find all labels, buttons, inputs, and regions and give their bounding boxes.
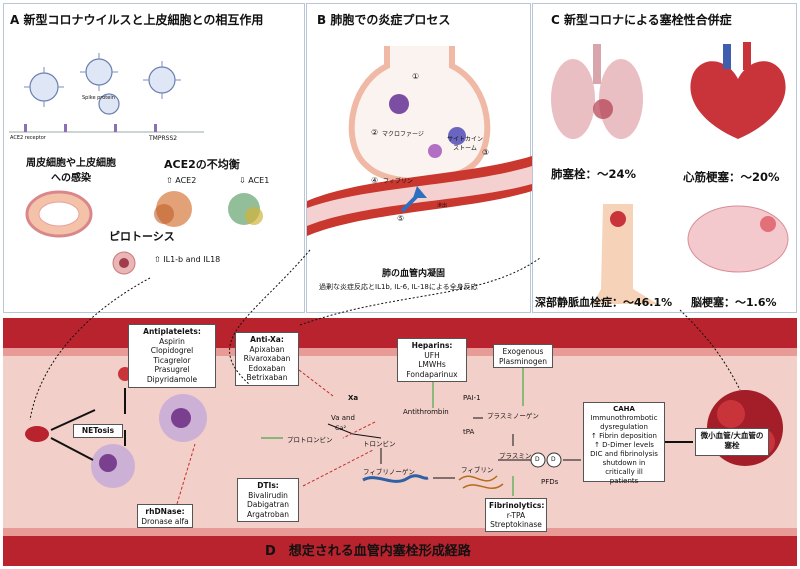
mi-stat: 心筋梗塞：～20%: [683, 170, 780, 184]
caption-1: 肺の血管内凝固: [382, 269, 446, 279]
ca-label: Ca²: [335, 424, 347, 432]
step-1: ①: [412, 72, 420, 81]
netosis-box: NETosis: [73, 424, 123, 438]
fibrinolytics-box: Fibrinolytics: r-TPA Streptokinase: [485, 498, 547, 532]
virus-illustration: [9, 53, 204, 133]
fibrin-label: フィブリン: [383, 178, 413, 185]
antithrombin-label: Antithrombin: [403, 408, 449, 416]
spike-protein-label: Spike protein: [82, 95, 115, 101]
tpa-label: tPA: [463, 428, 475, 436]
pfds-label: PFDs: [541, 478, 559, 486]
panel-c: C 新型コロナによる塞栓性合併症 肺塞栓：～24% 心筋梗塞：～20% 深部静脈…: [532, 3, 797, 313]
leg-icon: [593, 204, 658, 304]
ace2-receptor-label: ACE2 receptor: [10, 135, 46, 141]
pyroptosis-label: ピロトーシス: [109, 230, 175, 243]
rhdnase-box: rhDNase: Dronase alfa: [137, 504, 193, 528]
vessel-and-protein-illustration: [25, 190, 263, 238]
step-4: ④: [371, 176, 379, 185]
heparins-box: Heparins: UFH LMWHs Fondaparinux: [397, 338, 467, 382]
step-3: ③: [482, 148, 490, 157]
pai-label: PAI-1: [463, 394, 481, 402]
exudate-label: 滲出: [437, 203, 448, 209]
step-5: ⑤: [397, 214, 405, 223]
panel-d-title: D 想定される血管内塞栓形成経路: [265, 544, 471, 559]
xa-label: Xa: [348, 394, 359, 402]
panel-d: Antiplatelets: Aspirin Clopidogrel Ticag…: [3, 318, 797, 566]
thrombin-label: トロンビン: [363, 440, 396, 448]
macrophage-label: マクロファージ: [382, 131, 424, 138]
panel-a-title: A 新型コロナウイルスと上皮細胞との相互作用: [10, 13, 264, 27]
brain-icon: [687, 205, 789, 273]
ace2-label: ⇧ ACE2: [166, 176, 197, 185]
lung-embolism-stat: 肺塞栓：～24%: [551, 167, 637, 181]
prothrombin-label: プロトロンビン: [287, 436, 333, 444]
dtis-box: DTIs: Bivalirudin Dabigatran Argatroban: [237, 478, 299, 522]
panel-a: A 新型コロナウイルスと上皮細胞との相互作用 Spike protein ACE…: [3, 3, 305, 313]
d-dimer-left: D: [535, 456, 540, 463]
panel-c-title: C 新型コロナによる塞栓性合併症: [551, 13, 732, 27]
lungs-icon: [551, 59, 595, 139]
caha-box: CAHA Immunothrombotic dysregulation ↑ Fi…: [583, 402, 665, 485]
pyroptosis-cell-icon: [112, 251, 136, 275]
imbalance-label: ACE2の不均衡: [164, 158, 240, 171]
infection-label: 周皮細胞や上皮細胞 への感染: [26, 158, 116, 184]
antiplatelets-box: Antiplatelets: Aspirin Clopidogrel Ticag…: [128, 324, 216, 388]
va-label: Va and: [331, 414, 355, 422]
ace1-label: ⇩ ACE1: [239, 176, 270, 185]
plasmin-label: プラスミン: [499, 452, 532, 460]
panel-b-title: B 肺胞での炎症プロセス: [317, 13, 451, 27]
stroke-stat: 脳梗塞：～1.6%: [691, 296, 777, 309]
il-label: ⇧ IL1-b and IL18: [154, 255, 221, 264]
cytokine-label: サイトカイン ストーム: [447, 136, 484, 152]
d-dimer-right: D: [551, 456, 556, 463]
heart-icon: [690, 61, 786, 140]
dvt-stat: 深部静脈血栓症：～46.1%: [535, 296, 673, 309]
alveolus-illustration: [307, 46, 532, 236]
fibrin-label-d: フィブリン: [461, 466, 494, 474]
fibrinogen-label: フィブリノーゲン: [363, 468, 415, 476]
step-2: ②: [371, 128, 379, 137]
caption-2: 過剰な炎症反応とIL1b, IL-6, IL-18による全身反応: [319, 283, 478, 291]
antixa-box: Anti-Xa: Apixaban Rivaroxaban Edoxaban B…: [235, 332, 299, 386]
panel-b: B 肺胞での炎症プロセス ① ② マクロファージ サイトカイン ストーム ③ ④…: [306, 3, 532, 313]
micro-embolism-box: 微小血管/大血管の 塞栓: [695, 428, 769, 456]
plasminogen-box: Exogenous Plasminogen: [493, 344, 553, 368]
tmprss2-label: TMPRSS2: [149, 135, 178, 142]
organ-illustrations: [551, 42, 789, 304]
plasminogen-jp-label: プラスミノーゲン: [487, 412, 539, 420]
